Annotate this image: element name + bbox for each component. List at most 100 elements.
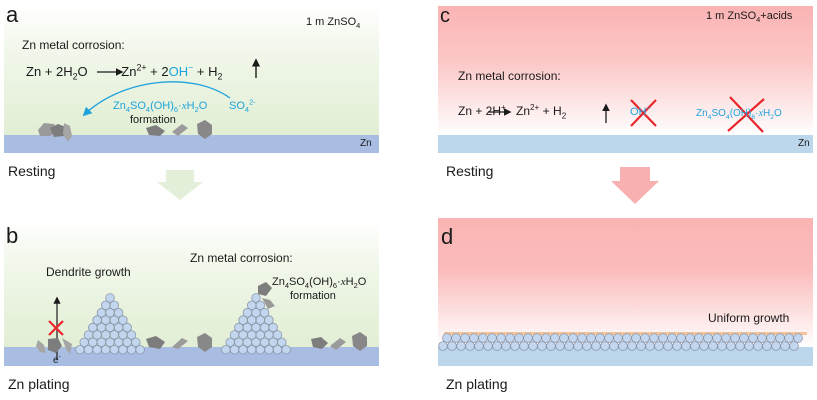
zn-sphere — [654, 341, 664, 351]
panel-c-background — [438, 6, 813, 136]
zn-sphere — [600, 341, 610, 351]
panel-d-background — [438, 218, 813, 348]
right-resting-caption: Resting — [446, 163, 494, 179]
zn-sphere — [442, 333, 452, 343]
panel-a-sulfate-ion: SO42- — [229, 97, 256, 115]
zn-sphere — [564, 341, 574, 351]
zn-sphere — [550, 333, 560, 343]
zn-sphere — [685, 333, 695, 343]
panel-c-corrosion-title: Zn metal corrosion: — [458, 69, 561, 83]
zn-sphere — [510, 341, 520, 351]
panel-a-zn-label: Zn — [360, 138, 372, 149]
zn-sphere — [708, 341, 718, 351]
panel-c-electrolyte: 1 m ZnSO4+acids — [706, 10, 793, 25]
left-resting-caption: Resting — [8, 163, 56, 179]
zn-sphere — [627, 341, 637, 351]
zn-sphere — [694, 333, 704, 343]
zn-sphere — [771, 341, 781, 351]
zn-sphere — [690, 341, 700, 351]
zn-sphere — [762, 341, 772, 351]
zn-sphere — [726, 341, 736, 351]
panel-c-zn-substrate — [438, 135, 813, 153]
zn-sphere — [505, 333, 515, 343]
panel-c-zn-label: Zn — [798, 138, 810, 149]
panel-a-product-formula: Zn4SO4(OH)6·xH2O — [113, 100, 208, 115]
zn-sphere — [595, 333, 605, 343]
zn-sphere — [753, 341, 763, 351]
zn-sphere — [672, 341, 682, 351]
zn-sphere — [447, 341, 457, 351]
zn-sphere — [766, 333, 776, 343]
panel-c-product-formula: Zn4SO4(OH)6·xH2O — [696, 108, 782, 121]
panel-d-zn-substrate — [438, 347, 813, 366]
zn-sphere — [618, 341, 628, 351]
zn-sphere — [591, 341, 601, 351]
zn-sphere — [699, 341, 709, 351]
zn-sphere — [622, 333, 632, 343]
panel-a-background — [4, 6, 379, 136]
zn-sphere — [604, 333, 614, 343]
panel-a-corrosion-title: Zn metal corrosion: — [22, 38, 125, 52]
zn-sphere — [541, 333, 551, 343]
panel-c-equation-lhs: Zn + 2H+ — [458, 103, 506, 118]
panel-b-left-particles — [36, 338, 72, 354]
zn-sphere — [775, 333, 785, 343]
zn-sphere — [555, 341, 565, 351]
zn-sphere — [573, 341, 583, 351]
zn-sphere — [663, 341, 673, 351]
zn-sphere — [757, 333, 767, 343]
cross-product — [727, 96, 765, 133]
zn-sphere — [780, 341, 790, 351]
zn-sphere — [118, 315, 128, 325]
zn-sphere — [717, 341, 727, 351]
zn-sphere — [730, 333, 740, 343]
zn-sphere — [251, 293, 261, 303]
zn-sphere — [559, 333, 569, 343]
panel-a-formation-label: formation — [130, 114, 176, 126]
zn-sphere — [793, 333, 803, 343]
zn-sphere — [122, 322, 132, 333]
dendrite-pyramid-left — [75, 293, 145, 355]
right-plating-caption: Zn plating — [446, 376, 508, 392]
zn-sphere — [514, 333, 524, 343]
zn-sphere — [568, 333, 578, 343]
panel-c-hydroxide: OH− — [630, 103, 651, 118]
zn-sphere — [105, 293, 115, 303]
zn-sphere — [109, 300, 120, 311]
zn-sphere — [456, 341, 466, 351]
panel-a-zn-substrate — [4, 135, 379, 153]
zn-sphere — [703, 333, 713, 343]
cross-electron — [48, 320, 64, 336]
zn-sphere — [712, 333, 722, 343]
zn-sphere — [613, 333, 623, 343]
electron-label: e- — [53, 353, 61, 366]
zn-sphere — [474, 341, 484, 351]
zn-sphere — [681, 341, 691, 351]
zn-sphere — [721, 333, 731, 343]
panel-c-equation-rhs: Zn2+ + H2 — [516, 103, 567, 121]
zn-sphere — [131, 337, 141, 348]
zn-sphere — [528, 341, 538, 351]
zn-sphere — [789, 341, 799, 351]
panel-a-electrolyte: 1 m ZnSO4 — [306, 16, 361, 31]
zn-sphere — [523, 333, 533, 343]
panel-b-corrosion-title: Zn metal corrosion: — [190, 251, 293, 265]
zn-sphere — [483, 341, 493, 351]
left-plating-caption: Zn plating — [8, 376, 70, 392]
zn-sphere — [438, 341, 448, 351]
panel-a-particles — [38, 120, 212, 142]
zn-sphere — [478, 333, 488, 343]
zn-sphere — [537, 341, 547, 351]
zn-sphere — [609, 341, 619, 351]
red-transition-arrow — [611, 167, 659, 204]
panel-a-equation: Zn + 2H2O Zn2+ + 2OH− + H2 — [26, 62, 223, 82]
zn-sphere — [739, 333, 749, 343]
zn-sphere — [277, 337, 287, 348]
zn-sphere — [469, 333, 479, 343]
zn-sphere — [255, 300, 265, 311]
uniform-growth-label: Uniform growth — [708, 311, 790, 325]
panel-d-letter: d — [441, 224, 454, 249]
zn-sphere — [519, 341, 529, 351]
zn-sphere — [636, 341, 646, 351]
panel-b-background — [4, 220, 379, 348]
